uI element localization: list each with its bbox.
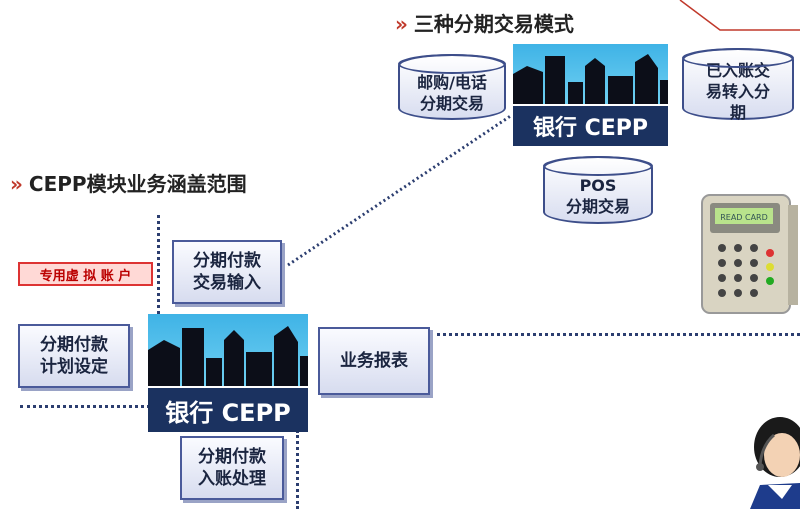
bank-label: 银行 CEPP bbox=[513, 104, 668, 146]
virtual-account-tag: 专用虚 拟 账 户 bbox=[18, 262, 153, 286]
connector-vertical-bottom bbox=[296, 430, 299, 509]
bank-label: 银行 CEPP bbox=[148, 386, 308, 432]
mode-posted: 已入账交 易转入分 期 bbox=[682, 48, 794, 122]
installment-posting-box: 分期付款 入账处理 bbox=[180, 436, 284, 500]
heading-modes: »三种分期交易模式 bbox=[395, 12, 574, 36]
customer-service-avatar bbox=[740, 405, 800, 509]
heading-scope: »CEPP模块业务涵盖范围 bbox=[10, 172, 247, 196]
city-skyline-icon bbox=[148, 326, 308, 386]
installment-plan-box: 分期付款 计划设定 bbox=[18, 324, 130, 388]
corner-accent bbox=[679, 0, 800, 31]
business-report-box: 业务报表 bbox=[318, 327, 430, 395]
connector-left bbox=[20, 405, 150, 408]
pos-terminal-icon: READ CARD bbox=[700, 193, 800, 315]
connector-vertical-top bbox=[157, 215, 160, 320]
connector-right bbox=[430, 333, 800, 336]
connector-diagonal bbox=[287, 113, 513, 267]
bank-cepp-main: 银行 CEPP bbox=[148, 314, 308, 432]
terminal-screen-text: READ CARD bbox=[720, 213, 768, 222]
mode-mailorder: 邮购/电话 分期交易 bbox=[398, 54, 506, 120]
mode-pos: POS 分期交易 bbox=[543, 156, 653, 224]
bank-cepp-top: 银行 CEPP bbox=[513, 44, 668, 146]
city-skyline-icon bbox=[513, 54, 668, 104]
installment-input-box: 分期付款 交易输入 bbox=[172, 240, 282, 304]
